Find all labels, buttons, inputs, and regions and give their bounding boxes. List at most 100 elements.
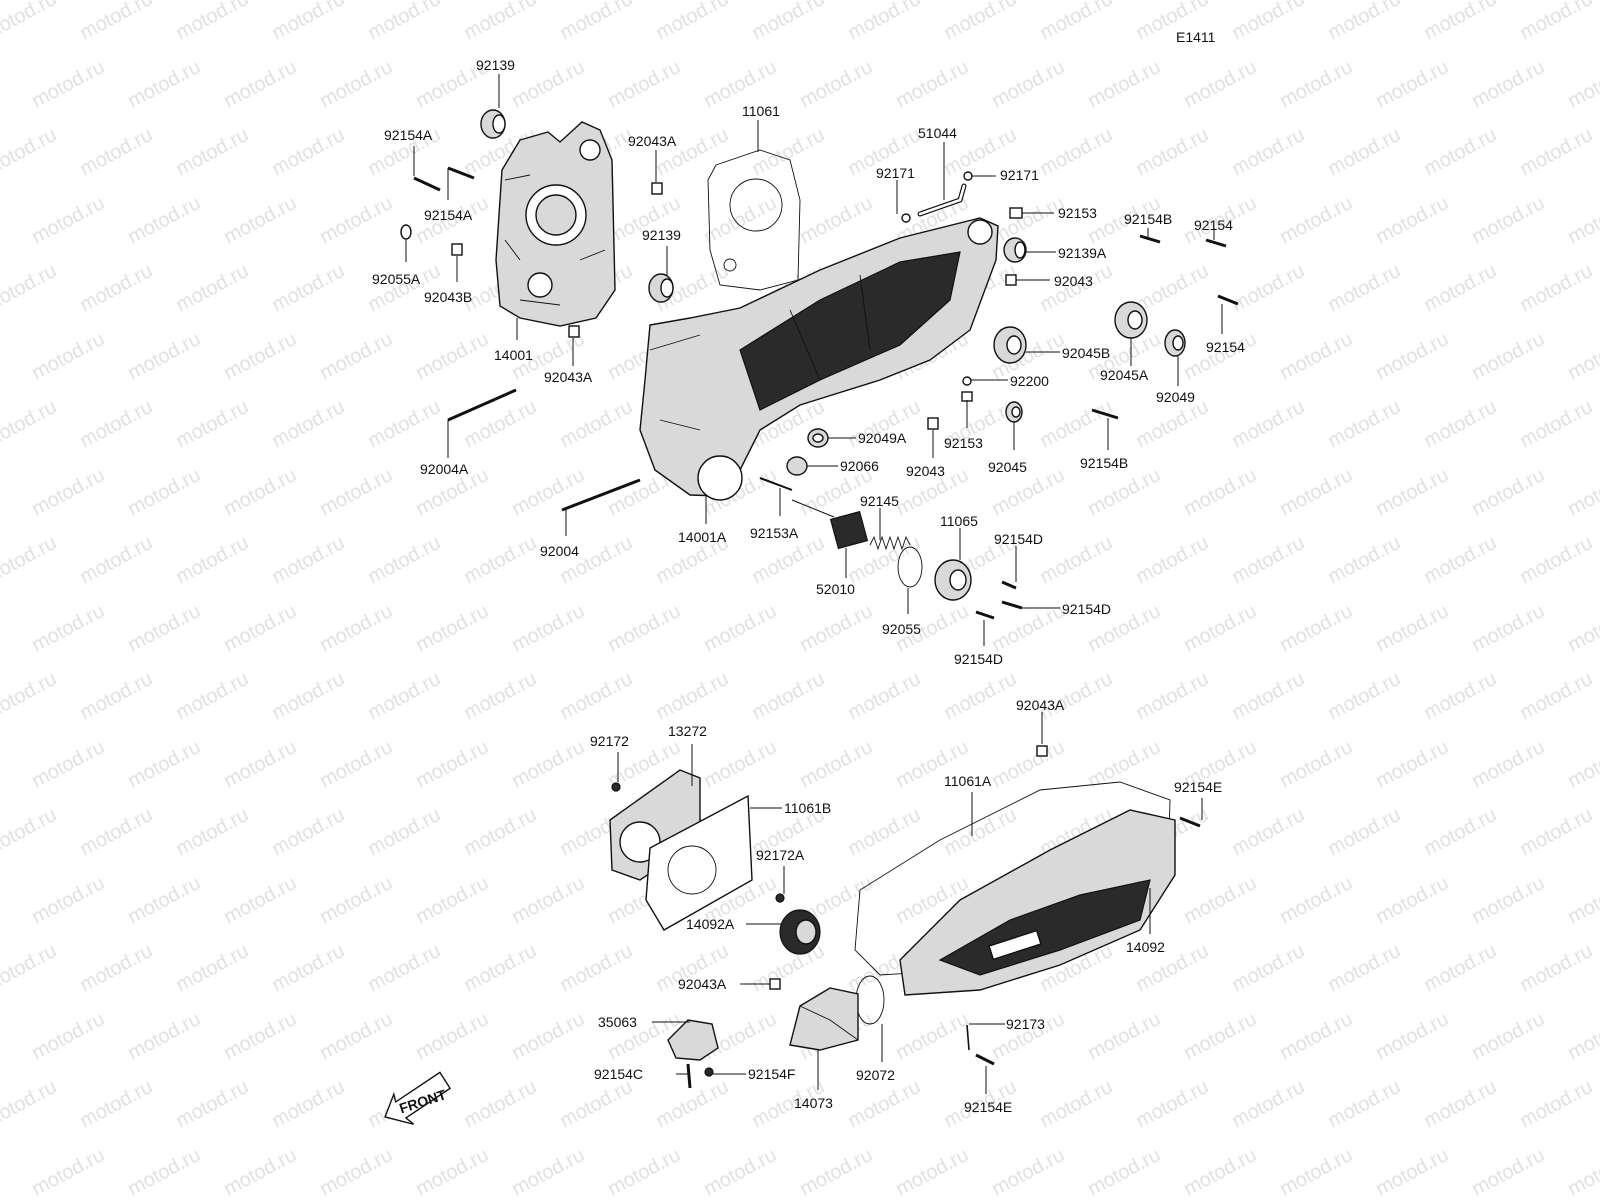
- watermark-text: motod.ru: [1564, 600, 1600, 656]
- watermark-text: motod.ru: [0, 532, 60, 588]
- callout-14073: 14073: [794, 1095, 833, 1111]
- watermark-text: motod.ru: [316, 1144, 396, 1200]
- bolt-92154A-b: [447, 166, 475, 180]
- watermark-text: motod.ru: [172, 804, 252, 860]
- watermark-text: motod.ru: [220, 56, 300, 112]
- watermark-text: motod.ru: [1468, 600, 1548, 656]
- callout-14001A: 14001A: [678, 529, 727, 545]
- watermark-text: motod.ru: [1324, 260, 1404, 316]
- watermark-text: motod.ru: [172, 1076, 252, 1132]
- watermark-text: motod.ru: [1228, 668, 1308, 724]
- watermark-text: motod.ru: [1516, 804, 1596, 860]
- watermark-text: motod.ru: [220, 192, 300, 248]
- watermark-text: motod.ru: [76, 668, 156, 724]
- watermark-text: motod.ru: [1324, 1076, 1404, 1132]
- bushing-92139A: [1003, 237, 1027, 263]
- duct-14073: [789, 987, 859, 1051]
- washer-92200: [962, 376, 972, 386]
- watermark-text: motod.ru: [700, 600, 780, 656]
- watermark-text: motod.ru: [1420, 124, 1500, 180]
- callout-92043A-1: 92043A: [628, 133, 677, 149]
- cover-14092A: [779, 909, 821, 955]
- gasket-11061B: [645, 794, 753, 931]
- watermark-text: motod.ru: [1372, 328, 1452, 384]
- callout-92154F: 92154F: [748, 1066, 795, 1082]
- watermark-text: motod.ru: [796, 600, 876, 656]
- watermark-text: motod.ru: [700, 1144, 780, 1200]
- pin-92173: [966, 1024, 970, 1051]
- watermark-text: motod.ru: [796, 56, 876, 112]
- watermark-text: motod.ru: [1132, 532, 1212, 588]
- watermark-text: motod.ru: [28, 736, 108, 792]
- watermark-text: motod.ru: [220, 1008, 300, 1064]
- watermark-text: motod.ru: [268, 0, 348, 44]
- watermark-text: motod.ru: [796, 736, 876, 792]
- stud-92004A: [447, 388, 517, 422]
- watermark-text: motod.ru: [1420, 804, 1500, 860]
- watermark-text: motod.ru: [796, 192, 876, 248]
- gasket-11061: [707, 149, 801, 291]
- callout-92004: 92004: [540, 543, 579, 559]
- bolt-92154A-a: [413, 176, 441, 192]
- clip-92171-a: [901, 213, 911, 223]
- watermark-text: motod.ru: [172, 532, 252, 588]
- watermark-text: motod.ru: [700, 736, 780, 792]
- watermark-text: motod.ru: [28, 600, 108, 656]
- watermark-text: motod.ru: [1180, 600, 1260, 656]
- callout-labels: 92139 92154A 92154A 92043A 11061 51044 9…: [372, 57, 1245, 1115]
- watermark-text: motod.ru: [76, 124, 156, 180]
- watermark-text: motod.ru: [1084, 1008, 1164, 1064]
- watermark-text: motod.ru: [172, 940, 252, 996]
- screw-92172A: [775, 893, 785, 903]
- watermark-text: motod.ru: [1372, 600, 1452, 656]
- watermark-text: motod.ru: [28, 328, 108, 384]
- watermark-text: motod.ru: [1468, 56, 1548, 112]
- watermark-text: motod.ru: [1516, 532, 1596, 588]
- watermark-text: motod.ru: [460, 396, 540, 452]
- crankcase-right-half: [495, 121, 616, 327]
- watermark-text: motod.ru: [1324, 804, 1404, 860]
- breather-pipe-51044: [917, 183, 967, 217]
- bracket-35063: [667, 1019, 719, 1061]
- watermark-text: motod.ru: [220, 328, 300, 384]
- bolt-92154F: [704, 1067, 714, 1077]
- callout-92004A: 92004A: [420, 461, 469, 477]
- callout-92043-1: 92043: [1054, 273, 1093, 289]
- callout-92043-2: 92043: [906, 463, 945, 479]
- watermark-text: motod.ru: [1516, 396, 1596, 452]
- watermark-text: motod.ru: [364, 668, 444, 724]
- watermark-text: motod.ru: [76, 532, 156, 588]
- callout-92045A: 92045A: [1100, 367, 1149, 383]
- callout-92154-1: 92154: [1194, 217, 1233, 233]
- watermark-text: motod.ru: [268, 940, 348, 996]
- watermark-text: motod.ru: [1564, 736, 1600, 792]
- callout-92154D-2: 92154D: [1062, 601, 1111, 617]
- callout-92154B-2: 92154B: [1080, 455, 1128, 471]
- callout-92154E-2: 92154E: [964, 1099, 1012, 1115]
- watermark-text: motod.ru: [1516, 124, 1596, 180]
- callout-11061B: 11061B: [784, 800, 831, 816]
- callout-92055: 92055: [882, 621, 921, 637]
- watermark-text: motod.ru: [1228, 260, 1308, 316]
- callout-92153A: 92153A: [750, 525, 799, 541]
- watermark-text: motod.ru: [1372, 736, 1452, 792]
- callout-11061A: 11061A: [944, 773, 992, 789]
- callout-92171-2: 92171: [1000, 167, 1039, 183]
- watermark-text: motod.ru: [1420, 260, 1500, 316]
- watermark-text: motod.ru: [1564, 192, 1600, 248]
- crankcase-left-half: [639, 217, 999, 501]
- watermark-text: motod.ru: [1372, 56, 1452, 112]
- watermark-text: motod.ru: [1516, 940, 1596, 996]
- plug-92066: [786, 456, 808, 476]
- watermark-text: motod.ru: [1372, 1008, 1452, 1064]
- watermark-text: motod.ru: [1036, 0, 1116, 44]
- watermark-text: motod.ru: [172, 668, 252, 724]
- watermark-text: motod.ru: [412, 328, 492, 384]
- watermark-text: motod.ru: [28, 464, 108, 520]
- watermark-text: motod.ru: [124, 328, 204, 384]
- watermark-text: motod.ru: [1036, 532, 1116, 588]
- dowel-92043A-d: [769, 978, 781, 990]
- watermark-text: motod.ru: [940, 0, 1020, 44]
- callout-92200: 92200: [1010, 373, 1049, 389]
- callout-92043A-3: 92043A: [1016, 697, 1065, 713]
